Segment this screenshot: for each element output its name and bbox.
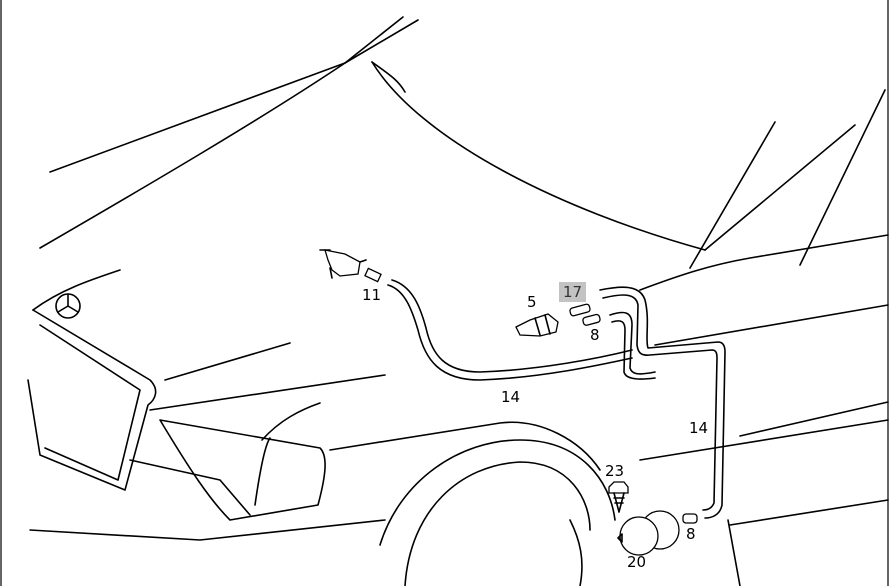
- callout-5[interactable]: 5: [527, 293, 537, 311]
- callout-11[interactable]: 11: [362, 286, 382, 304]
- callout-17-highlighted[interactable]: 17: [559, 282, 587, 302]
- callout-8[interactable]: 8: [686, 525, 696, 543]
- callout-14[interactable]: 14: [501, 388, 521, 406]
- part-23-screw: [608, 481, 629, 513]
- part-5-check-valve: [515, 303, 601, 337]
- car-body-outline: [27, 16, 889, 586]
- callout-14[interactable]: 14: [689, 419, 709, 437]
- callout-20[interactable]: 20: [627, 553, 647, 571]
- part-20-washer-reservoir: [617, 510, 698, 556]
- hose-14-left: [387, 279, 633, 381]
- callout-23[interactable]: 23: [605, 462, 625, 480]
- hose-14-right: [599, 286, 726, 519]
- part-11-washer-pump: [319, 249, 382, 283]
- callout-8[interactable]: 8: [590, 326, 600, 344]
